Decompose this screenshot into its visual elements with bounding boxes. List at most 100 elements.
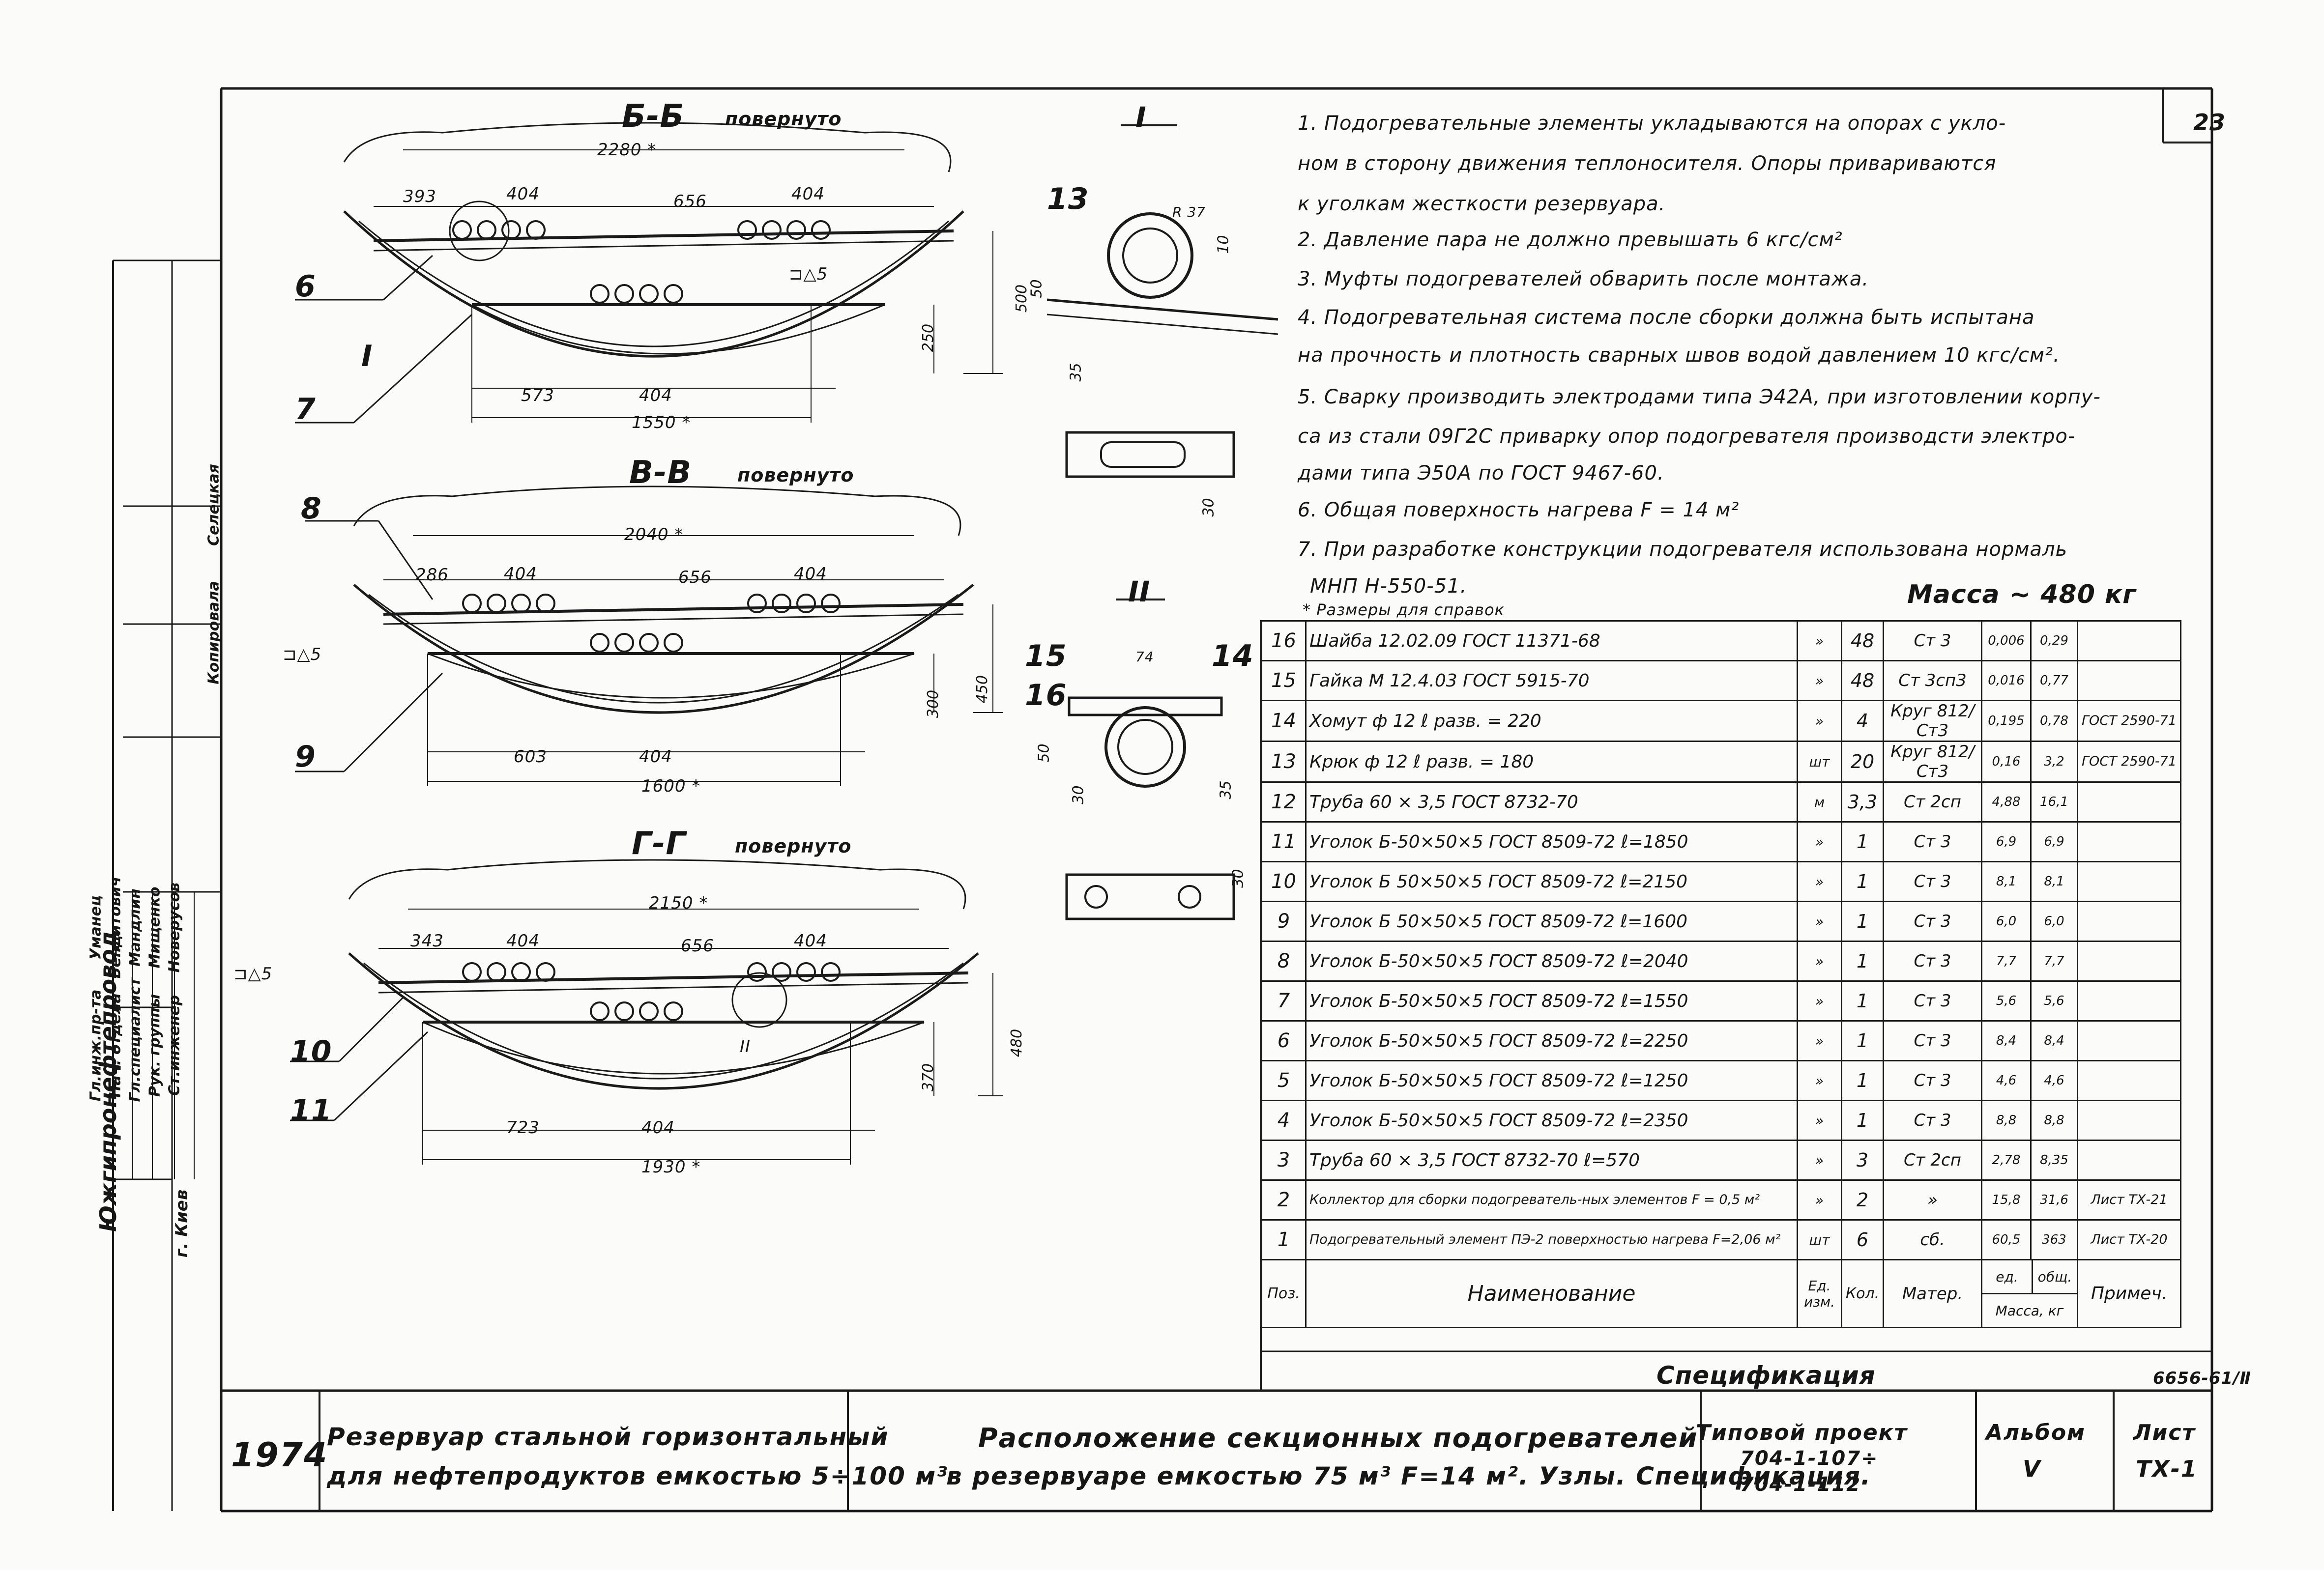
- title-project-line1: 704-1-107÷: [1740, 1447, 1879, 1470]
- pipe-section: [821, 962, 841, 982]
- spec-cell-qty: 1: [1841, 861, 1884, 902]
- person-0: Уманец: [87, 895, 105, 960]
- detail-I-plan-hook: [1100, 441, 1186, 468]
- spec-cell-pos: 11: [1261, 821, 1307, 862]
- spec-cell-name: Уголок Б 50×50×5 ГОСТ 8509-72 ℓ=2150: [1305, 861, 1798, 902]
- pipe-section: [737, 220, 757, 240]
- pipe-section: [747, 962, 767, 982]
- spec-cell-name: Гайка М 12.4.03 ГОСТ 5915-70: [1305, 660, 1798, 701]
- leader-line: [353, 314, 473, 424]
- spec-cell-name: Уголок Б-50×50×5 ГОСТ 8509-72 ℓ=2040: [1305, 941, 1798, 982]
- spec-cell-mat: Ст 3сп3: [1883, 660, 1982, 701]
- person-2: Мандлин: [126, 888, 144, 967]
- spec-cell-name: Подогревательный элемент ПЭ-2 поверхност…: [1305, 1219, 1798, 1260]
- tank-shell-outline: [343, 122, 952, 172]
- pipe-section: [639, 633, 659, 653]
- pipe-section: [614, 633, 634, 653]
- role-0: Гл.инж.пр-та: [87, 989, 105, 1102]
- pipe-section: [811, 220, 831, 240]
- dim-b-3: 656: [673, 192, 707, 211]
- title-sheet-label: Лист: [2133, 1420, 2196, 1445]
- pipe-section: [762, 220, 782, 240]
- spec-cell-pos: 14: [1261, 700, 1307, 742]
- spec-cell-unit: »: [1797, 1020, 1842, 1061]
- pipe-section: [487, 594, 506, 613]
- title-object-line2: для нефтепродуктов емкостью 5÷100 м³: [327, 1462, 948, 1490]
- support-angle-top-edge: [383, 613, 964, 625]
- spec-cell-m1: 5,6: [1981, 980, 2032, 1022]
- spec-cell-m2: 6,9: [2030, 821, 2078, 862]
- pipe-section: [511, 594, 531, 613]
- detail-I-circle: [449, 200, 510, 261]
- pipe-section: [526, 220, 546, 240]
- callout-8: 8: [301, 491, 322, 526]
- spec-cell-pos: 15: [1261, 660, 1307, 701]
- tank-shell-arc-inner: [358, 220, 949, 347]
- weld-mark-3: ⊐△5: [233, 964, 273, 984]
- spec-cell-name: Хомут ф 12 ℓ разв. = 220: [1305, 700, 1798, 742]
- detail-I-pipe: [1107, 212, 1193, 299]
- support-curve: [471, 304, 885, 355]
- spec-cell-unit: м: [1797, 781, 1842, 823]
- spec-cell-note: [2077, 781, 2181, 823]
- pipe-section: [772, 962, 791, 982]
- detail-II-circle: [731, 972, 787, 1028]
- reference-dims-note: * Размеры для справок: [1303, 600, 1505, 619]
- leader-line: [378, 520, 434, 600]
- pipe-section: [536, 594, 555, 613]
- pipe-section: [614, 1001, 634, 1021]
- tank-shell-arc: [353, 584, 974, 714]
- section-subtitle-v: повернуто: [737, 464, 854, 486]
- section-title-v: В-В: [629, 455, 692, 491]
- pipe-section: [821, 594, 841, 613]
- spec-cell-note: [2077, 620, 2181, 661]
- spec-header-mass-unit: ед.: [1982, 1260, 2033, 1293]
- spec-cell-note: ГОСТ 2590-71: [2077, 741, 2181, 783]
- spec-cell-m1: 4,88: [1981, 781, 2032, 823]
- pipe-section: [639, 284, 659, 304]
- spec-cell-unit: »: [1797, 1060, 1842, 1101]
- detail-I-pos: 13: [1047, 182, 1089, 216]
- pipe-section: [536, 962, 555, 982]
- dim-b-1: 393: [403, 187, 436, 206]
- spec-cell-m2: 6,0: [2030, 901, 2078, 942]
- spec-cell-m1: 4,6: [1981, 1060, 2032, 1101]
- spec-cell-unit: шт: [1797, 1219, 1842, 1260]
- role-1: Нач. отдела: [107, 993, 124, 1098]
- title-sheet-line2: в резервуаре емкостью 75 м³ F=14 м². Узл…: [946, 1462, 1871, 1490]
- spec-cell-note: [2077, 941, 2181, 982]
- detail-II-pipe-inner: [1117, 719, 1173, 775]
- note-7b: МНП Н-550-51.: [1310, 575, 1467, 598]
- pipe-section: [462, 962, 482, 982]
- spec-cell-m2: 0,29: [2030, 620, 2078, 661]
- spec-header-pos: Поз.: [1261, 1259, 1307, 1328]
- pipe-section: [452, 220, 472, 240]
- detail-I-plan-rect: [1065, 431, 1235, 478]
- spec-cell-unit: »: [1797, 861, 1842, 902]
- note-6: 6. Общая поверхность нагрева F = 14 м²: [1298, 499, 1740, 521]
- callout-6: 6: [295, 269, 316, 304]
- spec-cell-unit: »: [1797, 660, 1842, 701]
- spec-cell-mat: Ст 3: [1883, 901, 1982, 942]
- dim-g-4: 404: [794, 931, 827, 951]
- spec-cell-pos: 1: [1261, 1219, 1307, 1260]
- dim-v-overall: 1600 *: [641, 776, 701, 796]
- spec-cell-unit: »: [1797, 1140, 1842, 1181]
- spec-cell-pos: 9: [1261, 901, 1307, 942]
- pipe-section: [477, 220, 496, 240]
- title-object-line1: Резервуар стальной горизонтальный: [327, 1423, 889, 1451]
- spec-cell-qty: 1: [1841, 980, 1884, 1022]
- spec-cell-unit: шт: [1797, 741, 1842, 783]
- spec-cell-m1: 8,8: [1981, 1100, 2032, 1141]
- detail-I-dim-30: 30: [1200, 498, 1218, 517]
- support-angle-top: [373, 229, 954, 242]
- spec-cell-m1: 6,0: [1981, 901, 2032, 942]
- detail-I-radius: R 37: [1172, 204, 1206, 220]
- pipe-section: [786, 220, 806, 240]
